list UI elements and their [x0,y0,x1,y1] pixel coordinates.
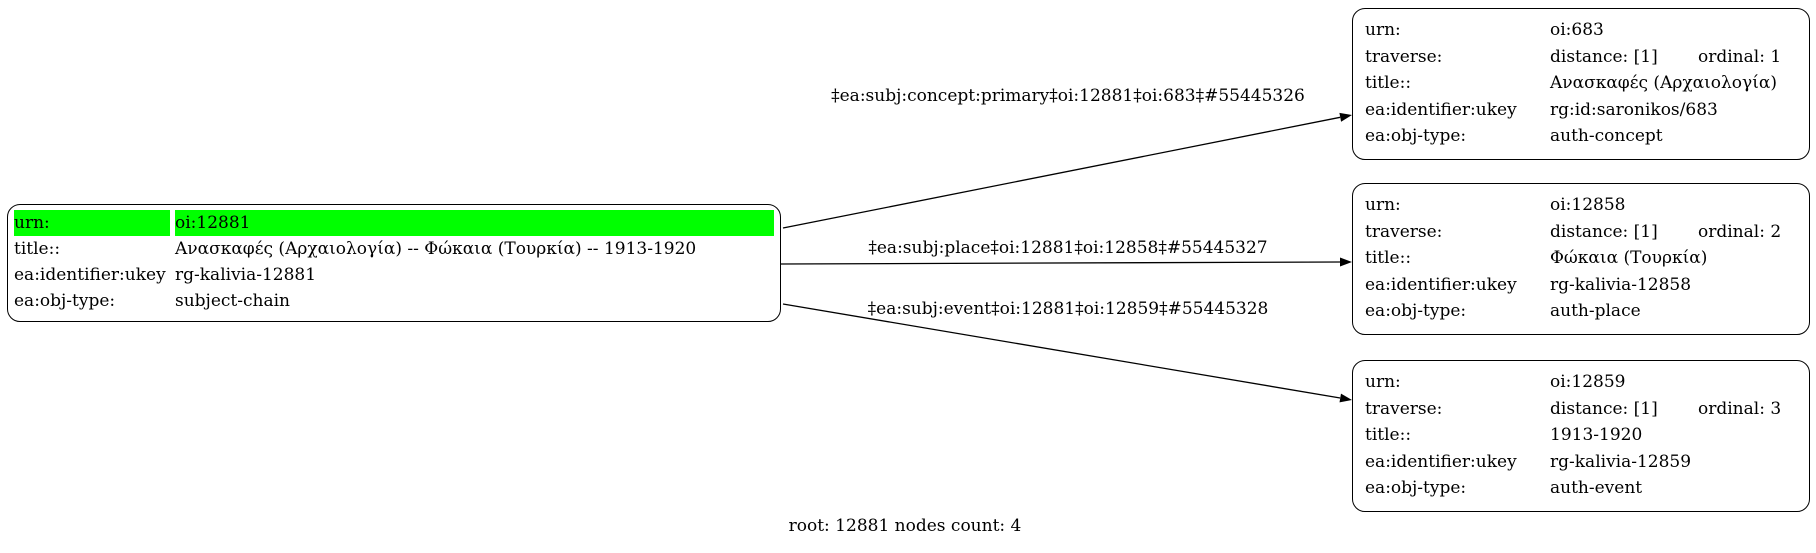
edge-label-place: ‡ea:subj:place‡oi:12881‡oi:12858‡#554453… [868,238,1268,258]
node-ukey-label: ea:identifier:ukey [1365,99,1517,120]
node-objtype-label: ea:obj-type: [1365,478,1467,498]
edge-line-concept [782,116,1341,229]
node-traverse-row: traverse: distance: [1] ordinal: 1 [1365,44,1797,71]
root-urn-label: urn: [14,210,170,236]
node-concept: urn: oi:683 traverse: distance: [1] ordin… [1352,8,1810,160]
node-objtype-value: auth-place [1550,301,1641,321]
edge-label-event: ‡ea:subj:event‡oi:12881‡oi:12859‡#554453… [867,299,1269,319]
root-title-row: title:: Ανασκαφές (Αρχαιολογία) -- Φώκαι… [14,236,774,262]
node-ukey-label: ea:identifier:ukey [1365,451,1517,472]
node-ukey-label: ea:identifier:ukey [1365,274,1517,295]
node-distance-value: distance: [1] [1550,46,1658,67]
node-distance-value: distance: [1] [1550,221,1658,242]
edge-line-event [782,303,1341,399]
node-ukey-row: ea:identifier:ukey rg-kalivia-12858 [1365,272,1797,299]
root-urn-row: urn: oi:12881 [14,210,774,236]
node-urn-label: urn: [1365,372,1401,392]
root-ukey-label: ea:identifier:ukey [14,265,166,285]
root-objtype-value: subject-chain [175,291,290,311]
edge-arrowhead-place-icon [1340,257,1352,267]
node-ukey-value: rg-kalivia-12858 [1550,274,1692,295]
node-ordinal-value: ordinal: 2 [1698,221,1782,242]
root-objtype-label: ea:obj-type: [14,291,116,311]
node-urn-value: oi:12858 [1550,195,1626,215]
node-title-label: title:: [1365,425,1412,445]
root-title-value: Ανασκαφές (Αρχαιολογία) -- Φώκαια (Τουρκ… [175,239,697,259]
node-traverse-label: traverse: [1365,398,1443,419]
root-urn-value: oi:12881 [175,210,774,236]
node-ukey-value: rg-kalivia-12859 [1550,451,1692,472]
node-objtype-value: auth-event [1550,478,1643,498]
node-place: urn: oi:12858 traverse: distance: [1] ord… [1352,183,1810,335]
node-ukey-row: ea:identifier:ukey rg:id:saronikos/683 [1365,97,1797,124]
node-title-row: title:: Ανασκαφές (Αρχαιολογία) [1365,70,1797,97]
node-title-value: Ανασκαφές (Αρχαιολογία) [1550,73,1777,93]
node-distance-value: distance: [1] [1550,398,1658,419]
node-title-value: Φώκαια (Τουρκία) [1550,248,1708,268]
node-urn-value: oi:683 [1550,20,1604,40]
node-ukey-value: rg:id:saronikos/683 [1550,99,1718,120]
node-urn-label: urn: [1365,20,1401,40]
node-urn-row: urn: oi:12859 [1365,369,1797,396]
node-objtype-row: ea:obj-type: auth-place [1365,298,1797,325]
node-traverse-row: traverse: distance: [1] ordinal: 2 [1365,219,1797,246]
edge-label-concept: ‡ea:subj:concept:primary‡oi:12881‡oi:683… [831,86,1305,106]
edge-arrowhead-event-icon [1339,393,1352,403]
node-objtype-label: ea:obj-type: [1365,126,1467,146]
node-title-label: title:: [1365,73,1412,93]
node-urn-row: urn: oi:683 [1365,17,1797,44]
root-objtype-row: ea:obj-type: subject-chain [14,288,774,314]
node-objtype-row: ea:obj-type: auth-event [1365,475,1797,502]
node-title-value: 1913-1920 [1550,425,1643,445]
node-ukey-row: ea:identifier:ukey rg-kalivia-12859 [1365,449,1797,476]
node-ordinal-value: ordinal: 3 [1698,398,1782,419]
node-urn-label: urn: [1365,195,1401,215]
node-objtype-value: auth-concept [1550,126,1663,146]
node-objtype-row: ea:obj-type: auth-concept [1365,123,1797,150]
node-urn-value: oi:12859 [1550,372,1626,392]
node-title-row: title:: Φώκαια (Τουρκία) [1365,245,1797,272]
root-ukey-row: ea:identifier:ukey rg-kalivia-12881 [14,262,774,288]
node-urn-row: urn: oi:12858 [1365,192,1797,219]
node-title-row: title:: 1913-1920 [1365,422,1797,449]
node-event: urn: oi:12859 traverse: distance: [1] ord… [1352,360,1810,512]
edge-line-place [780,261,1341,265]
node-traverse-label: traverse: [1365,46,1443,67]
root-title-label: title:: [14,239,61,259]
root-node: urn: oi:12881 title:: Ανασκαφές (Αρχαιολ… [7,204,781,322]
node-objtype-label: ea:obj-type: [1365,301,1467,321]
node-traverse-row: traverse: distance: [1] ordinal: 3 [1365,396,1797,423]
edge-arrowhead-concept-icon [1339,112,1352,122]
node-traverse-label: traverse: [1365,221,1443,242]
node-ordinal-value: ordinal: 1 [1698,46,1782,67]
node-title-label: title:: [1365,248,1412,268]
graph-caption: root: 12881 nodes count: 4 [788,516,1022,536]
root-ukey-value: rg-kalivia-12881 [175,265,317,285]
